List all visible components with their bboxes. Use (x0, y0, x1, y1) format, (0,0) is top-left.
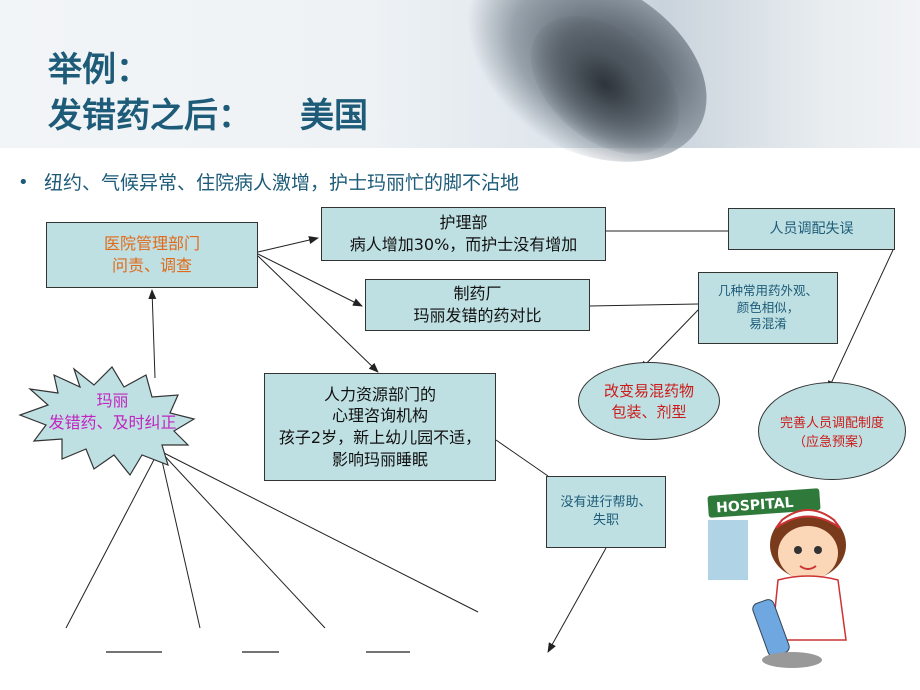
bullet-marker: • (18, 172, 29, 193)
pharma-factory-box: 制药厂 玛丽发错的药对比 (365, 279, 590, 331)
hospital-admin-line1: 医院管理部门 (103, 234, 200, 254)
nursing-dept-box: 护理部 病人增加30%，而护士没有增加 (321, 207, 606, 261)
no-help-line1: 没有进行帮助、 (560, 495, 652, 511)
arrow-admin-to-nursing (257, 236, 319, 253)
title-line-2: 发错药之后： 美国 (48, 88, 368, 137)
no-help-line2: 失职 (592, 513, 619, 528)
mary-line2: 发错药、及时纠正 (48, 413, 177, 433)
mary-label: 玛丽 发错药、及时纠正 (20, 390, 205, 435)
drug-similarity-line2: 颜色相似， (736, 299, 800, 315)
improve-staffing-oval: 完善人员调配制度 （应急预案） (758, 382, 906, 480)
nursing-dept-line2: 病人增加30%，而护士没有增加 (349, 235, 578, 254)
hospital-admin-box: 医院管理部门 问责、调查 (46, 222, 258, 288)
hospital-admin-line2: 问责、调查 (111, 256, 192, 275)
mary-line1: 玛丽 (96, 391, 129, 410)
pharma-factory-line1: 制药厂 (453, 284, 502, 304)
staffing-error-box: 人员调配失误 (728, 208, 895, 250)
improve-staffing-line2: （应急预案） (792, 435, 871, 450)
hr-dept-line2: 心理咨询机构 (331, 406, 428, 426)
drug-similarity-line1: 几种常用药外观、 (717, 282, 818, 298)
arrow-similarity-to-change (639, 307, 701, 371)
staffing-error-line1: 人员调配失误 (769, 220, 854, 237)
change-packaging-oval: 改变易混药物 包装、剂型 (578, 362, 720, 440)
nursing-dept-line1: 护理部 (439, 213, 488, 233)
improve-staffing-line1: 完善人员调配制度 (779, 416, 884, 431)
mary-starburst (18, 366, 196, 477)
arrow-nohelp-to-bottom (547, 547, 607, 653)
hr-dept-line4: 影响玛丽睡眠 (331, 449, 428, 469)
drug-similarity-box: 几种常用药外观、 颜色相似， 易混淆 (698, 272, 838, 344)
hr-dept-box: 人力资源部门的 心理咨询机构 孩子2岁，新上幼儿园不适， 影响玛丽睡眠 (264, 373, 496, 481)
arrow-admin-to-pharma (257, 253, 363, 307)
fan-line-3 (160, 451, 326, 629)
line-hr-to-nohelp (495, 439, 549, 477)
fan-line-4 (161, 451, 479, 613)
change-packaging-line1: 改变易混药物 (603, 382, 694, 400)
header-banner (0, 0, 920, 148)
fan-line-2 (159, 451, 201, 629)
title-line-2-text: 发错药之后： (48, 96, 252, 136)
change-packaging-line2: 包装、剂型 (611, 403, 687, 421)
hr-dept-line3: 孩子2岁，新上幼儿园不适， (278, 428, 482, 447)
arrow-staffing-to-improve (827, 249, 894, 391)
bullet-text: 纽约、气候异常、住院病人激增，护士玛丽忙的脚不沾地 (44, 172, 520, 194)
hr-dept-line1: 人力资源部门的 (323, 384, 436, 404)
line-pharma-to-similarity (589, 303, 699, 307)
title-country: 美国 (300, 96, 368, 136)
pharma-factory-line2: 玛丽发错的药对比 (413, 306, 542, 325)
no-help-box: 没有进行帮助、 失职 (546, 476, 666, 548)
title-line-1: 举例： (48, 50, 150, 90)
fan-line-1 (65, 451, 159, 629)
arrow-mary-to-admin (148, 289, 157, 379)
arrow-admin-to-hr (257, 255, 379, 373)
drug-similarity-line3: 易混淆 (749, 316, 787, 332)
